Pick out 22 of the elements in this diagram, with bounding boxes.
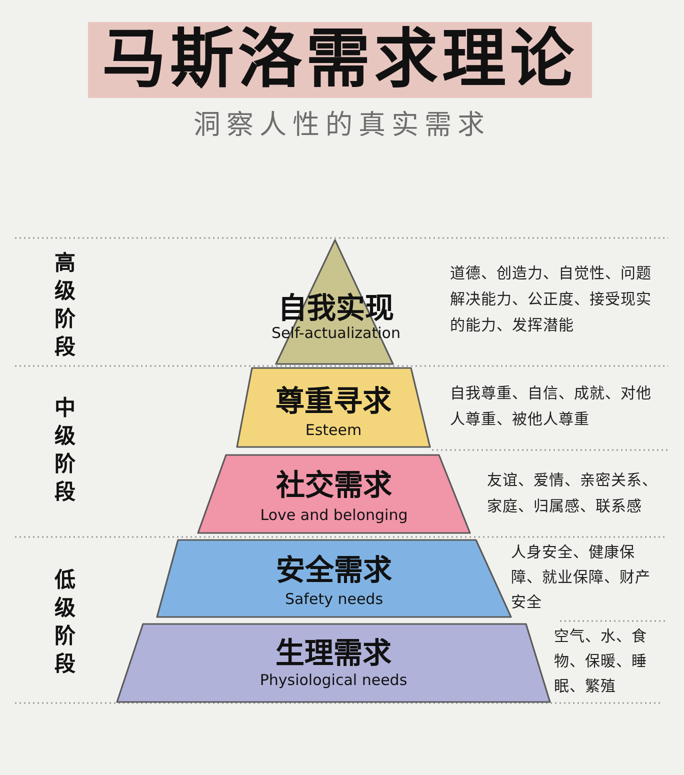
description-text: 空气、水、食物、保暖、睡眠、繁殖: [554, 626, 648, 697]
stage-label: 高级阶段: [54, 250, 76, 361]
stage-label: 低级阶段: [54, 567, 76, 678]
pyramid-tier: [236, 367, 431, 448]
tier-subtitle: Safety needs: [284, 590, 384, 608]
pyramid-tier: [116, 623, 551, 703]
tier-subtitle: Physiological needs: [260, 671, 408, 689]
stage-label: 中级阶段: [54, 395, 76, 506]
pyramid-tier: [156, 539, 512, 618]
description-text: 人身安全、健康保障、就业保障、财产安全: [511, 542, 652, 613]
tier-title: 安全需求: [276, 553, 392, 587]
tier-subtitle: Love and belonging: [260, 506, 408, 524]
pyramid-tier: [197, 454, 471, 534]
description-text: 道德、创造力、自觉性、问题解决能力、公正度、接受现实的能力、发挥潜能: [450, 263, 652, 336]
tier-subtitle: Esteem: [305, 421, 362, 439]
tier-title: 生理需求: [276, 636, 392, 670]
tier-title: 社交需求: [276, 468, 392, 502]
title: 马斯洛需求理论: [88, 22, 592, 98]
tier-title: 尊重寻求: [276, 384, 392, 418]
description-text: 自我尊重、自信、成就、对他人尊重、被他人尊重: [450, 383, 652, 430]
description-text: 友谊、爱情、亲密关系、家庭、归属感、联系感: [487, 470, 658, 517]
subtitle: 洞察人性的真实需求: [194, 109, 490, 143]
